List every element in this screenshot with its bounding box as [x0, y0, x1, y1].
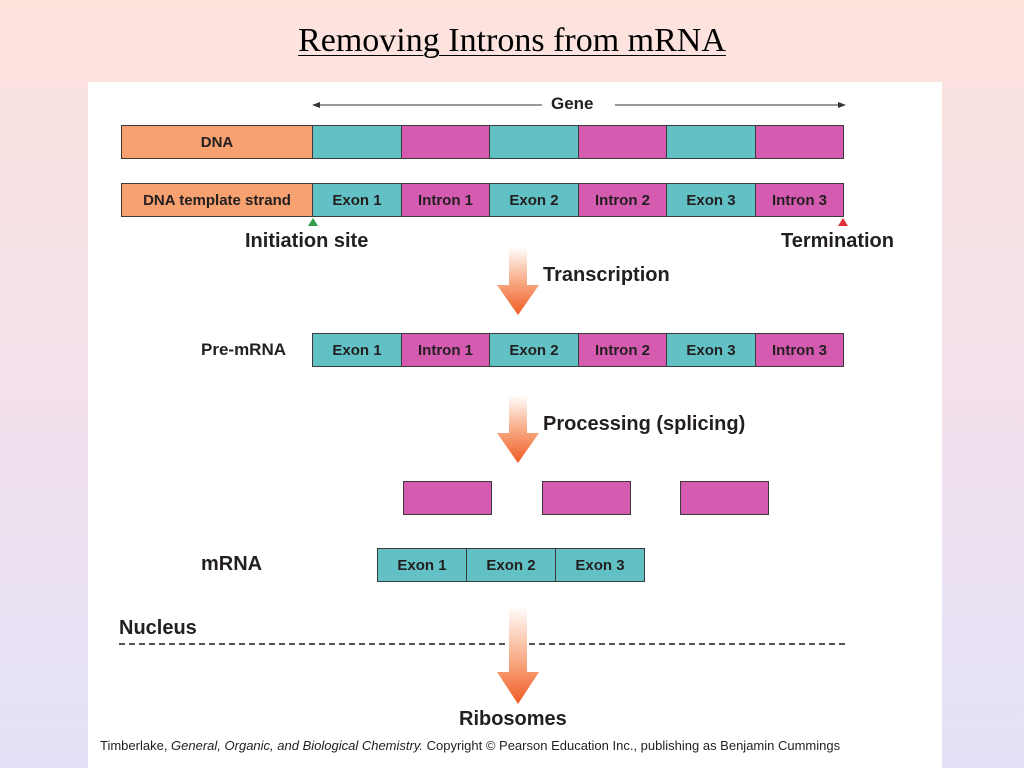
nucleus-boundary-line — [119, 643, 845, 645]
dna-bar: DNA — [121, 125, 313, 159]
pre-mrna-exon-2: Exon 2 — [489, 333, 579, 367]
template-intron-1: Intron 1 — [401, 183, 490, 217]
citation-copyright: Copyright © Pearson Education Inc., publ… — [422, 738, 841, 753]
transcription-label: Transcription — [543, 264, 670, 286]
pre-mrna-intron-2: Intron 2 — [578, 333, 667, 367]
transcription-arrow-icon — [497, 247, 539, 315]
template-intron-2: Intron 2 — [578, 183, 667, 217]
ribosomes-label: Ribosomes — [459, 708, 567, 730]
dna-exon-3 — [666, 125, 756, 159]
template-exon-1: Exon 1 — [312, 183, 402, 217]
nucleus-label: Nucleus — [119, 617, 197, 639]
pre-mrna-intron-3: Intron 3 — [755, 333, 844, 367]
dna-intron-1 — [401, 125, 490, 159]
mrna-exon-2: Exon 2 — [466, 548, 556, 582]
slide-title: Removing Introns from mRNA — [298, 22, 726, 59]
citation-book: General, Organic, and Biological Chemist… — [171, 738, 423, 753]
pre-mrna-exon-1: Exon 1 — [312, 333, 402, 367]
export-arrow-icon — [497, 606, 539, 704]
removed-intron-2 — [542, 481, 631, 515]
template-exon-2: Exon 2 — [489, 183, 579, 217]
template-strand-bar: DNA template strand — [121, 183, 313, 217]
citation: Timberlake, General, Organic, and Biolog… — [100, 738, 840, 753]
mrna-label: mRNA — [201, 553, 263, 575]
processing-arrow-icon — [497, 395, 539, 463]
termination-label: Termination — [781, 230, 894, 252]
initiation-marker-icon — [308, 218, 318, 226]
dna-exon-1 — [312, 125, 402, 159]
initiation-site-label: Initiation site — [245, 230, 369, 252]
dna-intron-2 — [578, 125, 667, 159]
dna-label: DNA — [200, 133, 234, 151]
removed-intron-1 — [403, 481, 492, 515]
termination-marker-icon — [838, 218, 848, 226]
template-intron-3: Intron 3 — [755, 183, 844, 217]
dna-intron-3 — [755, 125, 844, 159]
pre-mrna-intron-1: Intron 1 — [401, 333, 490, 367]
template-strand-label: DNA template strand — [143, 191, 291, 209]
mrna-exon-3: Exon 3 — [555, 548, 645, 582]
gene-span-arrow — [312, 102, 846, 108]
removed-intron-3 — [680, 481, 769, 515]
mrna-exon-1: Exon 1 — [377, 548, 467, 582]
processing-label: Processing (splicing) — [543, 413, 746, 435]
gene-label: Gene — [551, 94, 594, 113]
pre-mrna-exon-3: Exon 3 — [666, 333, 756, 367]
pre-mrna-label: Pre-mRNA — [201, 340, 287, 359]
citation-author: Timberlake, — [100, 738, 172, 753]
template-exon-3: Exon 3 — [666, 183, 756, 217]
dna-exon-2 — [489, 125, 579, 159]
